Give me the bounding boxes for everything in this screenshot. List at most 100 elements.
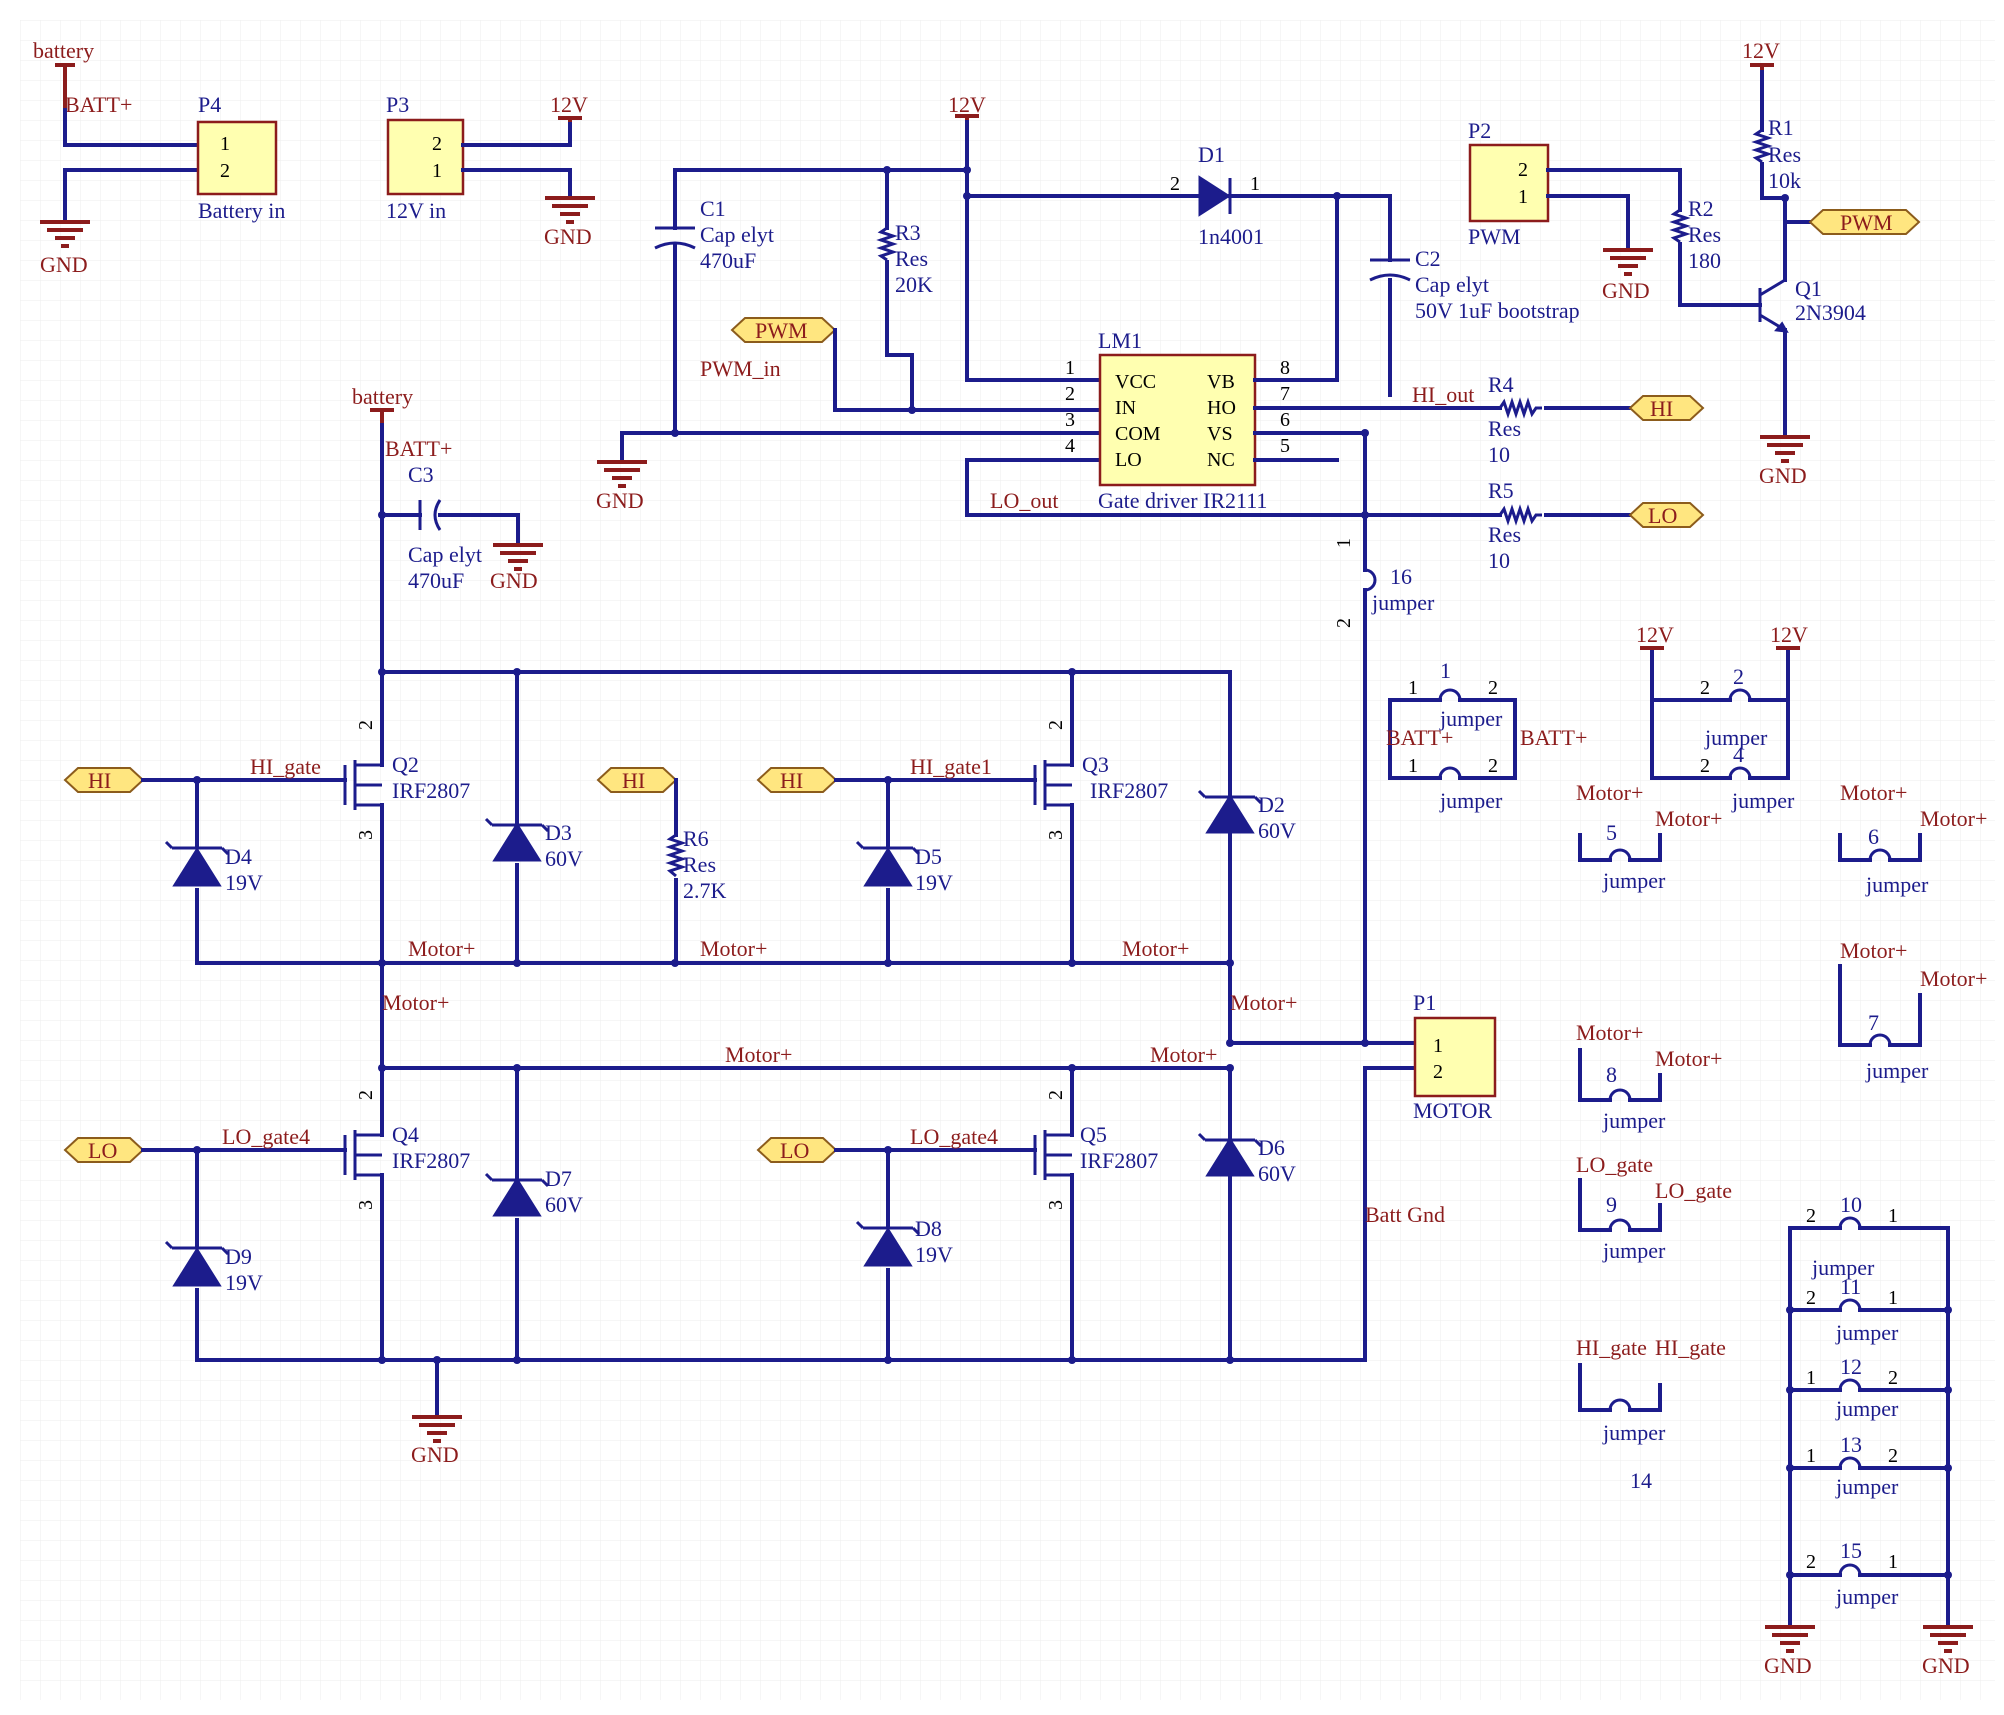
svg-text:1: 1 [1888, 1205, 1898, 1227]
svg-text:COM: COM [1115, 423, 1161, 445]
mosfet-Q5: Q5 IRF2807 2 3 [1033, 1090, 1158, 1210]
mosfet-Q3: Q3 IRF2807 2 3 [1033, 720, 1168, 840]
svg-text:P4: P4 [198, 92, 221, 117]
svg-text:4: 4 [1065, 435, 1075, 457]
jumper16-pin1: 1 [1333, 538, 1355, 548]
C3-type: Cap elyt [408, 542, 482, 567]
R6-value: 2.7K [683, 878, 727, 903]
gnd-symbol-p3: GND [544, 196, 595, 249]
svg-text:10: 10 [1840, 1192, 1862, 1217]
R6-type: Res [683, 852, 716, 877]
net-12v-j2-left: 12V [1636, 622, 1674, 647]
transistor-Q1: Q1 2N3904 [1758, 276, 1866, 333]
mosfet-Q4: Q4 IRF2807 2 3 [343, 1090, 470, 1210]
net-hi-gate1-label: HI_gate1 [910, 754, 992, 779]
C1-value: 470uF [700, 248, 756, 273]
jumper-14: HI_gate HI_gate jumper 14 [1576, 1335, 1726, 1493]
R5-value: 10 [1488, 548, 1510, 573]
svg-text:1: 1 [1250, 173, 1260, 195]
svg-text:LM1: LM1 [1098, 328, 1142, 353]
svg-text:IRF2807: IRF2807 [392, 1148, 470, 1173]
C1-type: Cap elyt [700, 222, 774, 247]
svg-text:D6: D6 [1258, 1135, 1285, 1160]
R5-ref: R5 [1488, 478, 1514, 503]
net-hi-out-label: HI_out [1412, 382, 1474, 407]
svg-text:2: 2 [355, 720, 377, 730]
svg-text:HO: HO [1207, 397, 1236, 419]
svg-text:Motor+: Motor+ [1840, 938, 1907, 963]
port-pwm-out: PWM [1808, 209, 1921, 235]
diode-D1: D1 1n4001 2 1 [1170, 142, 1264, 249]
svg-text:1: 1 [1806, 1367, 1816, 1389]
svg-text:D4: D4 [225, 844, 252, 869]
svg-text:jumper: jumper [1602, 1238, 1666, 1263]
gnd-symbol-bank-right: GND [1922, 1625, 1973, 1678]
svg-text:jumper: jumper [1602, 1420, 1666, 1445]
svg-text:GND: GND [40, 252, 88, 277]
svg-text:6: 6 [1280, 409, 1290, 431]
net-motorplus-6: Motor+ [725, 1042, 792, 1067]
gnd-symbol-q1: GND [1759, 435, 1810, 488]
net-12v-label-r1: 12V [1742, 38, 1780, 63]
svg-text:Motor+: Motor+ [1920, 966, 1987, 991]
svg-text:Gate driver IR2111: Gate driver IR2111 [1098, 488, 1267, 513]
svg-text:7: 7 [1868, 1010, 1879, 1035]
svg-text:PWM: PWM [1468, 224, 1521, 249]
svg-text:LO_gate: LO_gate [1576, 1152, 1653, 1177]
svg-text:60V: 60V [1258, 818, 1296, 843]
svg-text:LO: LO [1648, 503, 1677, 528]
svg-text:jumper: jumper [1602, 1108, 1666, 1133]
port-hi-out: HI [1628, 395, 1705, 421]
net-motorplus-1: Motor+ [408, 936, 475, 961]
svg-text:4: 4 [1733, 742, 1744, 767]
R6-ref: R6 [683, 826, 709, 851]
svg-text:LO: LO [1115, 449, 1142, 471]
svg-text:Q4: Q4 [392, 1122, 419, 1147]
svg-text:19V: 19V [225, 870, 263, 895]
grid-background [20, 20, 1995, 1700]
svg-text:2: 2 [1700, 677, 1710, 699]
gnd-symbol-p4: GND [40, 220, 90, 277]
svg-text:D7: D7 [545, 1166, 572, 1191]
R3-ref: R3 [895, 220, 921, 245]
port-lo-q4: LO [63, 1137, 145, 1163]
svg-text:8: 8 [1606, 1062, 1617, 1087]
svg-text:Motor+: Motor+ [1655, 1046, 1722, 1071]
jumper-6: Motor+ Motor+ 6 jumper [1838, 780, 1987, 897]
svg-text:P1: P1 [1413, 990, 1436, 1015]
jumper-2-4: 2 2 2 jumper 4 jumper [1650, 650, 1795, 813]
port-lo-out: LO [1628, 502, 1705, 528]
zener-D8: D8 19V [855, 1216, 953, 1267]
svg-text:GND: GND [1922, 1653, 1970, 1678]
svg-text:jumper: jumper [1602, 868, 1666, 893]
svg-text:jumper: jumper [1865, 872, 1929, 897]
svg-text:PWM: PWM [1840, 210, 1893, 235]
svg-text:Motor+: Motor+ [1655, 806, 1722, 831]
svg-text:MOTOR: MOTOR [1413, 1098, 1492, 1123]
connector-P4: 1 2 P4 Battery in [196, 92, 285, 223]
gnd-symbol-driver: GND [596, 460, 647, 513]
svg-text:IRF2807: IRF2807 [1090, 778, 1168, 803]
C3-ref: C3 [408, 462, 434, 487]
svg-text:1: 1 [1408, 677, 1418, 699]
zener-D9: D9 19V [164, 1240, 263, 1295]
svg-text:19V: 19V [915, 870, 953, 895]
svg-text:1: 1 [1888, 1551, 1898, 1573]
R5-type: Res [1488, 522, 1521, 547]
zener-D6: D6 60V [1197, 1132, 1296, 1186]
svg-text:2: 2 [1733, 664, 1744, 689]
C2-value: 50V 1uF bootstrap [1415, 298, 1580, 323]
zener-D4: D4 19V [164, 840, 263, 895]
zener-D7: D7 60V [484, 1166, 583, 1217]
svg-text:2: 2 [1806, 1205, 1816, 1227]
port-lo-q5: LO [756, 1137, 838, 1163]
svg-text:1: 1 [220, 133, 230, 155]
svg-text:12V in: 12V in [386, 198, 446, 223]
R3-value: 20K [895, 272, 933, 297]
svg-text:jumper: jumper [1835, 1584, 1899, 1609]
svg-text:IN: IN [1115, 397, 1136, 419]
svg-text:2: 2 [1045, 1090, 1067, 1100]
svg-text:2: 2 [432, 133, 442, 155]
svg-text:jumper: jumper [1835, 1396, 1899, 1421]
